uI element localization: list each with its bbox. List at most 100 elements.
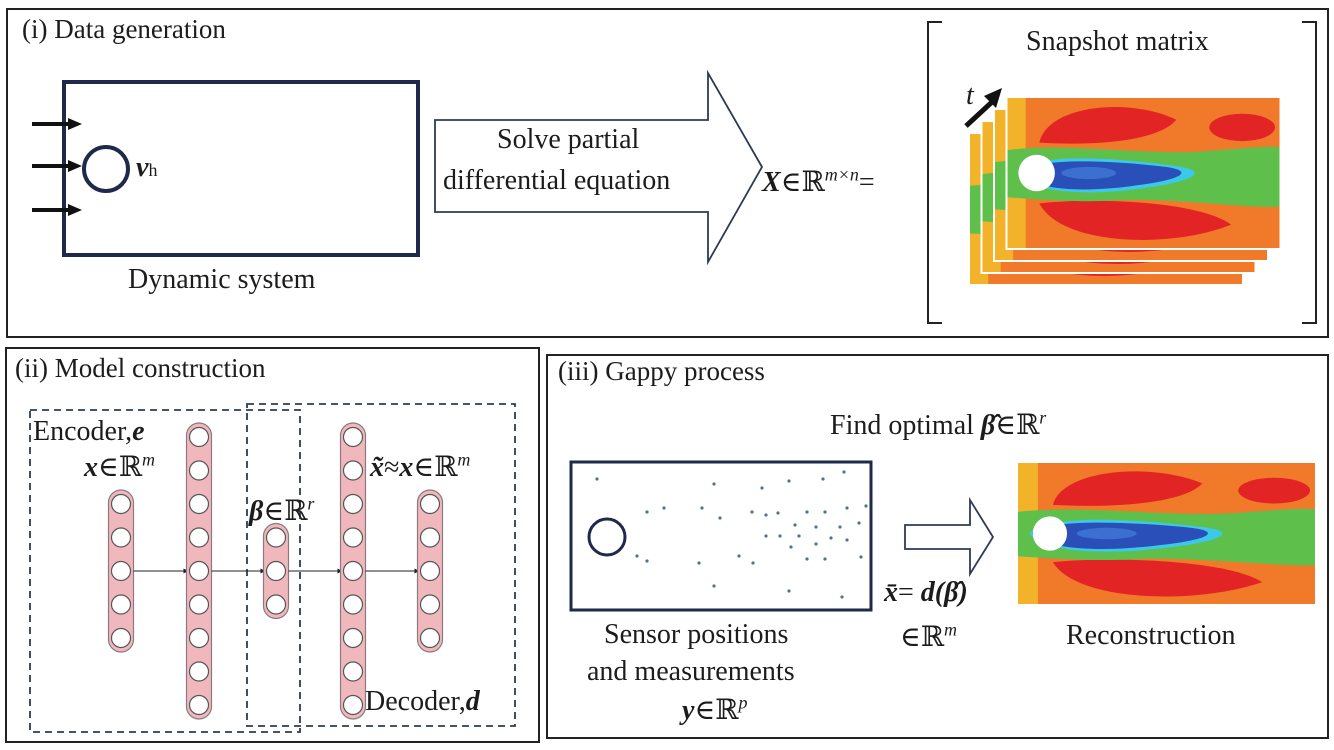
panel-title-model-construction: (ii) Model construction bbox=[15, 353, 266, 383]
sensor-point bbox=[793, 523, 797, 527]
layer-output bbox=[416, 489, 444, 653]
neuron-node bbox=[110, 627, 132, 649]
right-bracket bbox=[1302, 21, 1317, 324]
encoder-region bbox=[29, 409, 301, 733]
element-of-symbol: ∈ bbox=[263, 496, 285, 527]
output-ref-symbol: x bbox=[399, 452, 414, 483]
sensor-point bbox=[814, 542, 818, 546]
layer-input bbox=[107, 489, 135, 653]
neuron-node bbox=[188, 493, 210, 515]
input-dim: m bbox=[142, 449, 156, 470]
sensor-point bbox=[805, 557, 809, 561]
decoder-fn-symbol: d bbox=[920, 577, 935, 608]
neuron-node bbox=[342, 661, 364, 682]
neuron-node bbox=[188, 694, 210, 716]
real-field-symbol: ℝ bbox=[715, 695, 739, 726]
real-field-symbol: ℝ bbox=[284, 496, 308, 527]
neuron-node bbox=[342, 460, 364, 481]
element-of-symbol: ∈ bbox=[900, 622, 921, 653]
real-field-symbol: ℝ bbox=[801, 167, 825, 198]
cylinder-obstacle-icon bbox=[1032, 516, 1068, 551]
real-field-symbol: ℝ bbox=[920, 622, 945, 653]
neuron-node bbox=[110, 560, 132, 582]
find-optimal-text: Find optimal bbox=[830, 410, 974, 441]
matrix-symbol: X bbox=[762, 167, 781, 198]
recon-dim: m bbox=[944, 619, 958, 640]
sensor-point bbox=[764, 534, 768, 538]
neuron-node bbox=[342, 560, 364, 582]
output-dim: m bbox=[457, 449, 471, 470]
sensor-point bbox=[778, 534, 782, 538]
sensor-point bbox=[787, 589, 791, 593]
velocity-subscript: h bbox=[148, 160, 158, 180]
dynamic-system-box bbox=[62, 80, 420, 257]
snapshot-matrix-title: Snapshot matrix bbox=[1026, 26, 1209, 57]
neuron-node bbox=[265, 594, 287, 615]
solve-pde-text-line1: Solve partial bbox=[497, 124, 640, 155]
sensor-point bbox=[789, 545, 793, 549]
neuron-node bbox=[342, 594, 364, 615]
neuron-node bbox=[265, 527, 287, 548]
neuron-node bbox=[188, 627, 210, 649]
sensor-point bbox=[645, 510, 649, 514]
find-optimal-label: Find optimal β̂∈ℝr bbox=[830, 408, 1046, 442]
real-field-symbol: ℝ bbox=[1015, 410, 1040, 441]
sensor-point bbox=[821, 477, 825, 481]
decoder-arg: (β̂) bbox=[934, 577, 968, 608]
sensor-point bbox=[842, 470, 846, 474]
measure-dim: p bbox=[738, 692, 748, 713]
sensor-point bbox=[718, 516, 722, 520]
neuron-node bbox=[419, 493, 441, 515]
sensor-point bbox=[864, 504, 868, 508]
neuron-node bbox=[188, 460, 210, 481]
decoder-label: Decoder,d bbox=[365, 686, 480, 718]
matrix-dims: m×n bbox=[824, 164, 859, 185]
sensor-point bbox=[645, 559, 649, 563]
sensor-point bbox=[662, 506, 666, 510]
neuron-node bbox=[419, 627, 441, 649]
cylinder-obstacle-icon bbox=[587, 517, 627, 557]
output-symbol: x̃ bbox=[370, 452, 384, 483]
sensor-point bbox=[857, 521, 861, 525]
sensor-point bbox=[697, 561, 701, 565]
sensor-point bbox=[760, 486, 764, 490]
sensor-point bbox=[635, 554, 639, 558]
layer-decoder-hidden bbox=[339, 422, 367, 720]
neuron-node bbox=[342, 527, 364, 548]
real-field-symbol: ℝ bbox=[118, 452, 143, 483]
equals-symbol: = bbox=[898, 577, 914, 608]
neuron-node bbox=[188, 426, 210, 448]
sensor-label-line1: Sensor positions bbox=[604, 619, 789, 650]
element-of-symbol: ∈ bbox=[995, 410, 1016, 441]
sensor-point bbox=[814, 525, 818, 529]
equals-symbol: = bbox=[858, 167, 875, 198]
sensor-point bbox=[751, 561, 755, 565]
neuron-node bbox=[110, 527, 132, 548]
sensor-point bbox=[595, 477, 599, 481]
input-symbol: x bbox=[84, 452, 98, 483]
layer-latent bbox=[262, 522, 290, 620]
neuron-node bbox=[342, 694, 364, 716]
neuron-node bbox=[419, 560, 441, 582]
neuron-node bbox=[188, 560, 210, 582]
inflow-arrow-icon bbox=[32, 160, 82, 172]
input-space-label: x∈ℝm bbox=[84, 450, 155, 484]
snapshot-matrix-formula: X∈ℝm×n= bbox=[762, 165, 875, 199]
inflow-arrow-icon bbox=[32, 204, 82, 216]
decoder-text: Decoder, bbox=[365, 686, 466, 717]
sensor-point bbox=[764, 513, 768, 517]
inflow-arrow-icon bbox=[32, 118, 82, 130]
neuron-node bbox=[110, 493, 132, 515]
neuron-node bbox=[419, 527, 441, 548]
sensor-point bbox=[787, 479, 791, 483]
sensor-point bbox=[823, 510, 827, 514]
encoder-label: Encoder,e bbox=[33, 416, 145, 448]
reconstruction-flow-field bbox=[1016, 461, 1317, 606]
latent-symbol: β bbox=[249, 496, 264, 527]
dynamic-system-label: Dynamic system bbox=[128, 264, 316, 295]
sensor-point bbox=[829, 536, 833, 540]
